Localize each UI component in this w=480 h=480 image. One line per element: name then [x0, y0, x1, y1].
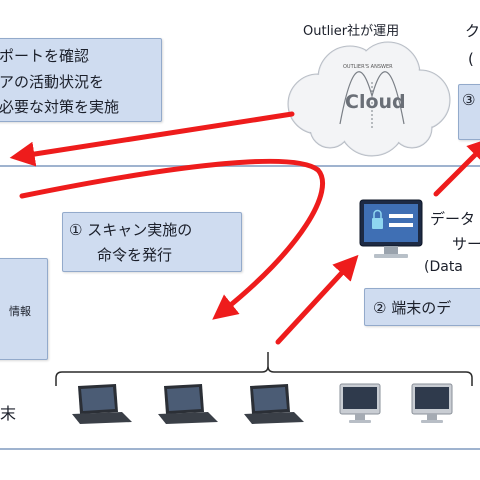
left-terminal-text: 末 — [0, 404, 17, 423]
top-box-line2: アの活動状況を — [0, 73, 105, 91]
left-info-label: 情報 — [9, 305, 31, 318]
top-report-box: ポートを確認 アの活動状況を 必要な対策を実施 — [0, 38, 162, 122]
step1-line2: 命令を発行 — [97, 246, 173, 264]
right-top-paren: ( — [468, 50, 474, 68]
step1-line1: ① スキャン実施の — [69, 221, 193, 239]
command-arrow — [19, 158, 325, 320]
step1-box: ① スキャン実施の 命令を発行 — [62, 212, 242, 272]
cloud-caption: Outlier社が運用 — [303, 24, 400, 39]
top-box-line3: 必要な対策を実施 — [0, 98, 120, 116]
right-top-fragment: ク — [465, 22, 480, 40]
server-label-line3: (Data — [424, 259, 463, 275]
upload-arrow — [275, 254, 359, 345]
step2-box: ② 端末のデ — [364, 288, 480, 326]
cloud-logo-text: OUTLIER'S ANSWER — [343, 64, 393, 70]
server-label-line2: サー — [452, 235, 480, 253]
upper-separator-line — [0, 165, 480, 167]
top-box-line1: ポートを確認 — [0, 47, 90, 65]
step2-text: ② 端末のデ — [373, 299, 452, 317]
left-info-box: 情報 — [0, 258, 48, 360]
data-to-cloud-arrow — [433, 137, 480, 197]
report-arrow — [9, 111, 295, 167]
lower-separator-line — [0, 448, 480, 450]
cloud-label: Cloud — [345, 91, 406, 113]
step3-number: ③ — [462, 91, 476, 109]
server-label-line1: データ — [430, 210, 476, 228]
